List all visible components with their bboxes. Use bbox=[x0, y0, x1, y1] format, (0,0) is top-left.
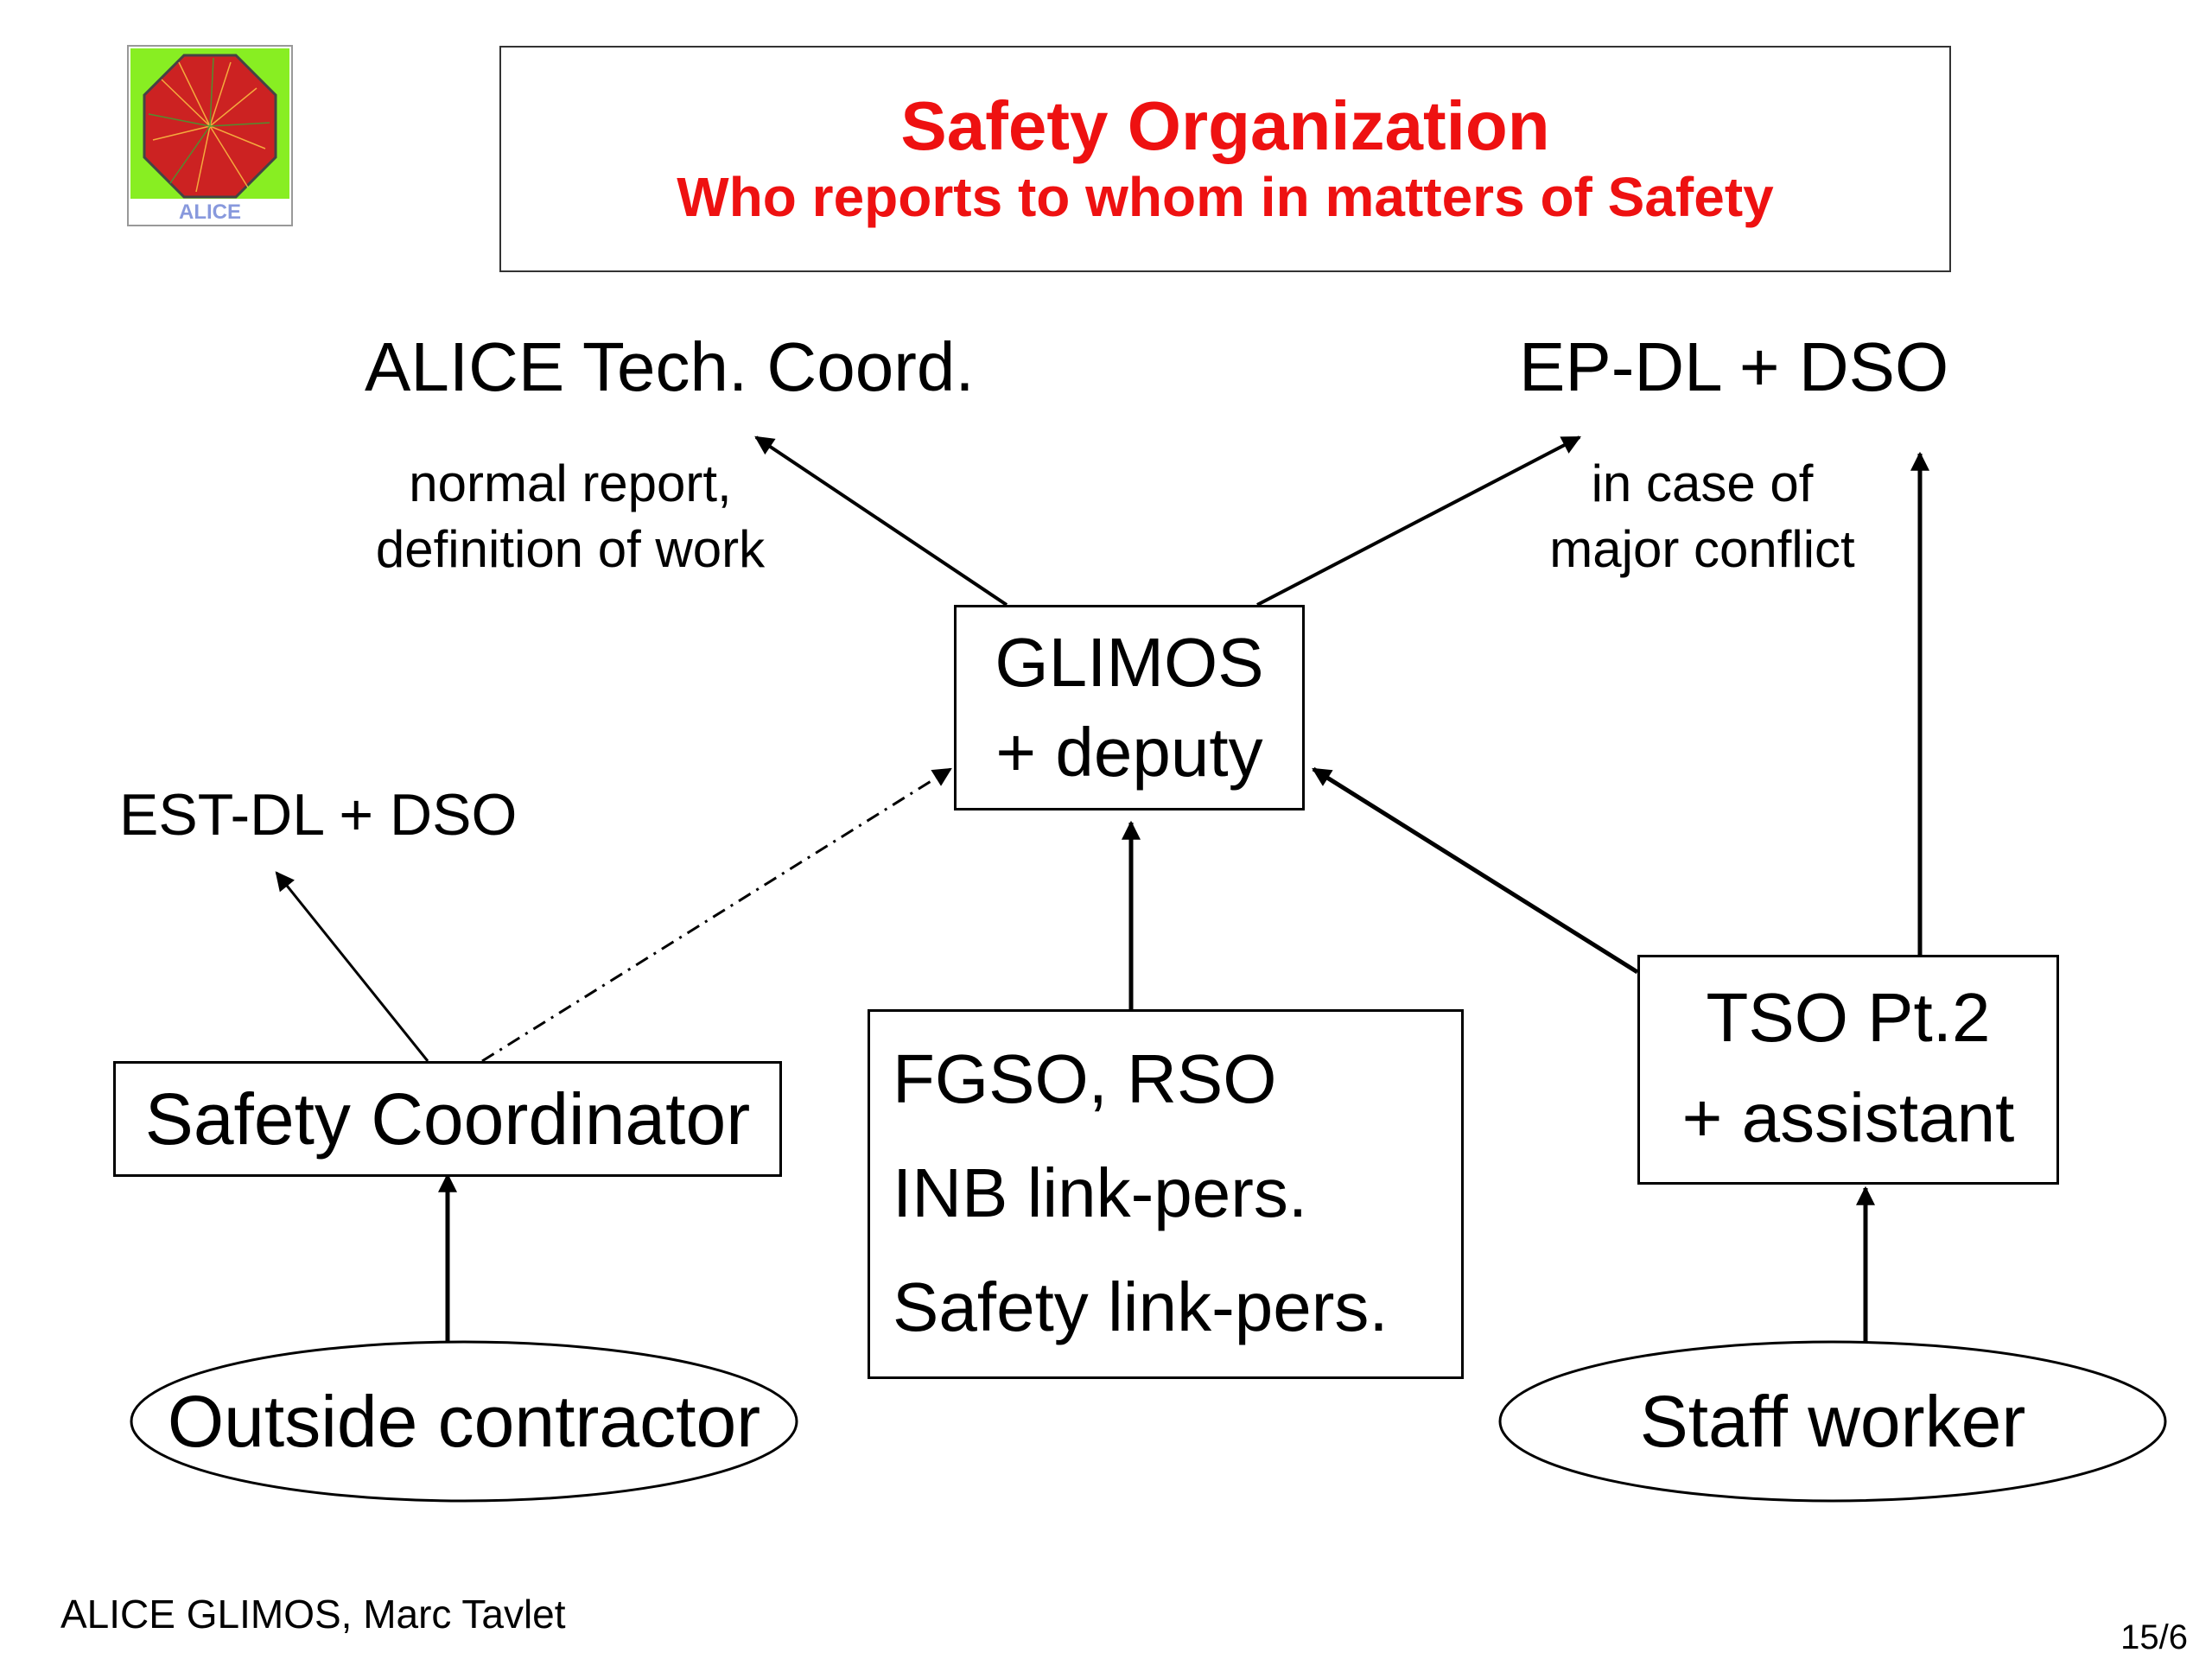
annotation-normal-report: normal report, definition of work bbox=[346, 451, 795, 582]
annotation-major-conflict-line1: in case of bbox=[1591, 454, 1814, 512]
glimos-label: GLIMOS bbox=[995, 624, 1264, 701]
alice-logo: ALICE bbox=[127, 45, 293, 226]
annotation-normal-report-line1: normal report, bbox=[409, 454, 732, 512]
annotation-major-conflict: in case of major conflict bbox=[1521, 451, 1884, 582]
glimos-deputy-label: + deputy bbox=[995, 714, 1263, 791]
slide-title: Safety Organization bbox=[900, 87, 1550, 164]
fgso-box: FGSO, RSO INB link-pers. Safety link-per… bbox=[868, 1009, 1464, 1379]
footer-author: ALICE GLIMOS, Marc Tavlet bbox=[60, 1592, 566, 1637]
alice-logo-graphic: ALICE bbox=[127, 45, 293, 226]
outside-contractor-ellipse bbox=[130, 1340, 798, 1503]
tso-assistant-label: + assistant bbox=[1681, 1079, 2015, 1156]
staff-worker-label: Staff worker bbox=[1639, 1381, 2026, 1462]
title-box: Safety Organization Who reports to whom … bbox=[499, 46, 1951, 272]
arrow-tso-to-glimos bbox=[1312, 766, 1639, 975]
tso-box: TSO Pt.2 + assistant bbox=[1637, 955, 2059, 1185]
arrow-safety-coord-to-est-dl bbox=[275, 871, 429, 1062]
safety-link-label: Safety link-pers. bbox=[893, 1268, 1389, 1345]
logo-text: ALICE bbox=[179, 200, 241, 224]
slide-subtitle: Who reports to whom in matters of Safety bbox=[677, 166, 1774, 228]
inb-link-label: INB link-pers. bbox=[893, 1154, 1308, 1231]
glimos-box: GLIMOS + deputy bbox=[954, 605, 1305, 810]
fgso-rso-label: FGSO, RSO bbox=[893, 1040, 1277, 1117]
tso-label: TSO Pt.2 bbox=[1706, 979, 1991, 1056]
node-ep-dl-dso: EP-DL + DSO bbox=[1519, 328, 1949, 405]
node-alice-tech-coord: ALICE Tech. Coord. bbox=[365, 328, 975, 405]
staff-worker-ellipse bbox=[1498, 1340, 2167, 1503]
node-est-dl-dso: EST-DL + DSO bbox=[119, 782, 518, 848]
safety-coordinator-box: Safety Coordinator bbox=[113, 1061, 782, 1177]
page-number: 15/6 bbox=[2120, 1618, 2188, 1656]
safety-coordinator-label: Safety Coordinator bbox=[144, 1078, 751, 1160]
outside-contractor-label: Outside contractor bbox=[167, 1381, 761, 1462]
arrow-glimos-to-ep-dl bbox=[1256, 435, 1581, 607]
annotation-major-conflict-line2: major conflict bbox=[1549, 520, 1855, 578]
arrow-glimos-to-tech-coord bbox=[754, 435, 1008, 607]
arrow-safety-coord-to-glimos-dashed bbox=[481, 767, 952, 1063]
annotation-normal-report-line2: definition of work bbox=[375, 520, 766, 578]
